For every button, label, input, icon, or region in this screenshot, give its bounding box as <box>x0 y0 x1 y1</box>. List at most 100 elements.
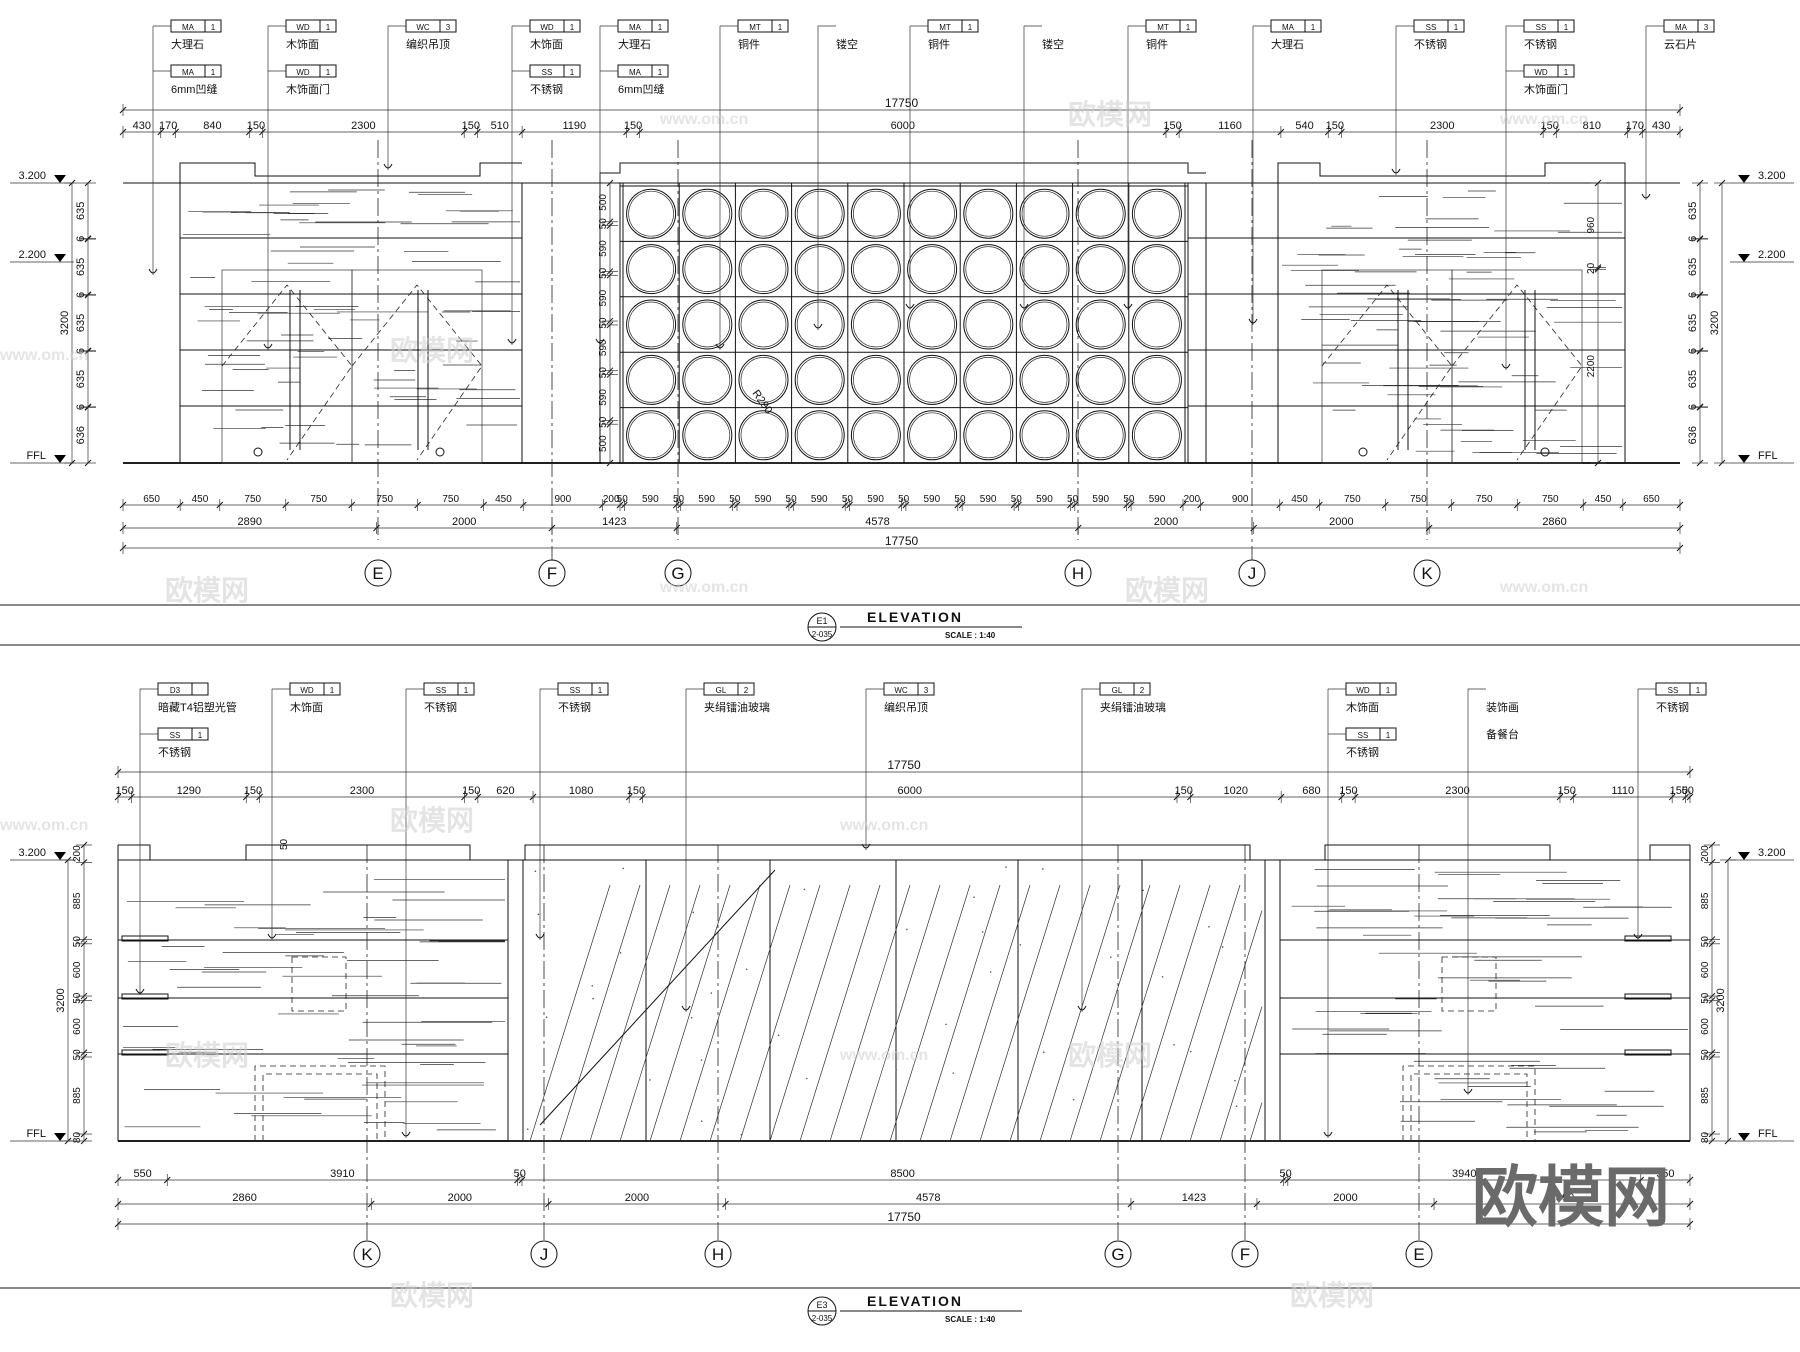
e1-tag-label2: 不锈钢 <box>530 83 563 96</box>
e1-bottom-dims-value: 750 <box>1410 494 1427 505</box>
screen-ring <box>850 188 901 239</box>
screen-ring <box>1131 244 1182 295</box>
screen-ring <box>738 188 789 239</box>
screen-ring <box>1131 410 1182 461</box>
e1-right-dims-value: 6 <box>1687 236 1699 242</box>
e1-bottom-dims-value: 750 <box>1542 494 1559 505</box>
glass-hatch <box>559 884 641 1142</box>
e1-tag-num2: 1 <box>570 68 575 77</box>
screen-ring-inner <box>628 301 674 348</box>
screen-ring-inner <box>965 246 1012 292</box>
light-strips <box>121 935 1672 1056</box>
screen-ring <box>1019 244 1070 295</box>
e1-screen-dims-value: 50 <box>598 267 609 279</box>
glass-speck <box>526 1128 529 1130</box>
e1-total-top-value: 17750 <box>885 96 919 110</box>
title-e3: ELEVATION <box>867 1293 963 1309</box>
e1-tag-label: 镂空 <box>1042 37 1064 51</box>
glass-speck <box>1005 866 1007 868</box>
e1-tag-arrow <box>1248 318 1258 324</box>
e1-tag-label: 大理石 <box>1271 37 1304 51</box>
e1-top-dims-value: 150 <box>1541 120 1559 132</box>
door-swing <box>1451 284 1583 461</box>
e3-tag-label: 装饰画 <box>1486 700 1519 714</box>
e3-top-dims-value: 2300 <box>1445 785 1469 797</box>
e3-bottom-dims-value: 8500 <box>890 1168 914 1180</box>
grid-bubble <box>353 1240 381 1268</box>
e3-top-dims-value: 150 <box>1339 785 1357 797</box>
e3-tag-code: SS <box>436 686 447 695</box>
e1-bottom-dims-value: 750 <box>376 494 393 505</box>
e1-screen-dims-value: 590 <box>598 339 609 356</box>
e3-bottom-dims-value: 550 <box>133 1168 151 1180</box>
screen-ring-inner <box>628 190 674 237</box>
e1-tag-label: 不锈钢 <box>1414 38 1447 51</box>
e1-tag-code: SS <box>1536 23 1547 32</box>
e3-top-dims-value: 150 <box>462 785 480 797</box>
e1-top-dims-value: 150 <box>1163 120 1181 132</box>
screen-ring <box>682 410 733 461</box>
e3-tag-arrow <box>535 933 545 939</box>
screen-ring-inner <box>853 357 899 403</box>
e3-left-dims-value: 600 <box>72 1018 83 1035</box>
level-label: 3.200 <box>1758 170 1786 182</box>
screen-ring <box>1131 188 1182 239</box>
e1-screen-dims-value: 590 <box>598 240 609 257</box>
screen-ring-inner <box>796 246 843 292</box>
title-code-e3: E3 <box>816 1300 827 1310</box>
watermark-url: www.om.cn <box>839 1047 928 1064</box>
screen-ring <box>1075 299 1126 350</box>
glass-speck <box>692 911 695 914</box>
e3-top-dims-value: 150 <box>244 785 262 797</box>
e3-tag-label2: 不锈钢 <box>1346 746 1379 759</box>
e1-bottom-dims-value: 750 <box>442 494 459 505</box>
e3-top-dims-value: 620 <box>496 785 514 797</box>
screen-ring <box>794 299 845 350</box>
e3-right-dims-value: 50 <box>1700 992 1711 1004</box>
e1-bottom-dims-value: 590 <box>924 494 941 505</box>
e3-bottom-dims2-value: 2890 <box>1550 1192 1574 1204</box>
e1-tag-label: 编织吊顶 <box>406 37 450 51</box>
e1-right-dims-value: 635 <box>1687 314 1699 332</box>
e3-total-bottom-value: 17750 <box>887 1210 921 1224</box>
screen-ring-inner <box>1021 190 1068 237</box>
e3-right-dims-value: 600 <box>1700 1018 1711 1035</box>
door-hinge <box>1540 447 1550 457</box>
e3-tag-num: 3 <box>924 686 929 695</box>
screen-ring-inner <box>909 246 955 292</box>
screen-ring-inner <box>684 246 731 292</box>
glass-speck <box>545 1016 548 1019</box>
e1-left-dims-value: 6 <box>75 348 87 354</box>
glass-speck <box>1234 1079 1236 1082</box>
e1-right-dims-value: 6 <box>1687 292 1699 298</box>
e1-bottom-dims2-value: 2860 <box>1542 516 1566 528</box>
screen-ring-inner <box>909 357 955 403</box>
glass-speck <box>592 997 594 1000</box>
e3-bottom-dims2-value: 4578 <box>916 1192 940 1204</box>
e3-right-total-value: 3200 <box>1715 988 1727 1012</box>
grid-letter: F <box>1240 1245 1250 1264</box>
grid-letter: G <box>1111 1245 1124 1264</box>
screen-ring-inner <box>1077 190 1124 237</box>
e1-tag-num: 1 <box>968 23 973 32</box>
screen-ring <box>1019 299 1070 350</box>
e1-bottom-dims-value: 750 <box>1344 494 1361 505</box>
screen-ring-inner <box>965 190 1012 237</box>
screen-ring-inner <box>684 357 731 403</box>
glass-speck <box>740 1133 743 1136</box>
level-marker <box>1738 852 1750 860</box>
e1-tag-label2: 6mm凹缝 <box>618 82 664 96</box>
level-marker <box>1738 1133 1750 1141</box>
watermark-url: www.om.cn <box>659 579 748 596</box>
level-label: 3.200 <box>18 170 46 182</box>
screen-ring-inner <box>1134 246 1180 292</box>
e3-tag-code: SS <box>1668 686 1679 695</box>
e1-screen-dims-value: 50 <box>598 367 609 379</box>
level-marker <box>54 455 66 463</box>
glass-speck <box>690 1016 693 1019</box>
screen-ring <box>682 244 733 295</box>
glass-hatch <box>979 884 1061 1142</box>
watermark-url: www.om.cn <box>839 817 928 834</box>
door-leaf <box>1451 269 1583 464</box>
